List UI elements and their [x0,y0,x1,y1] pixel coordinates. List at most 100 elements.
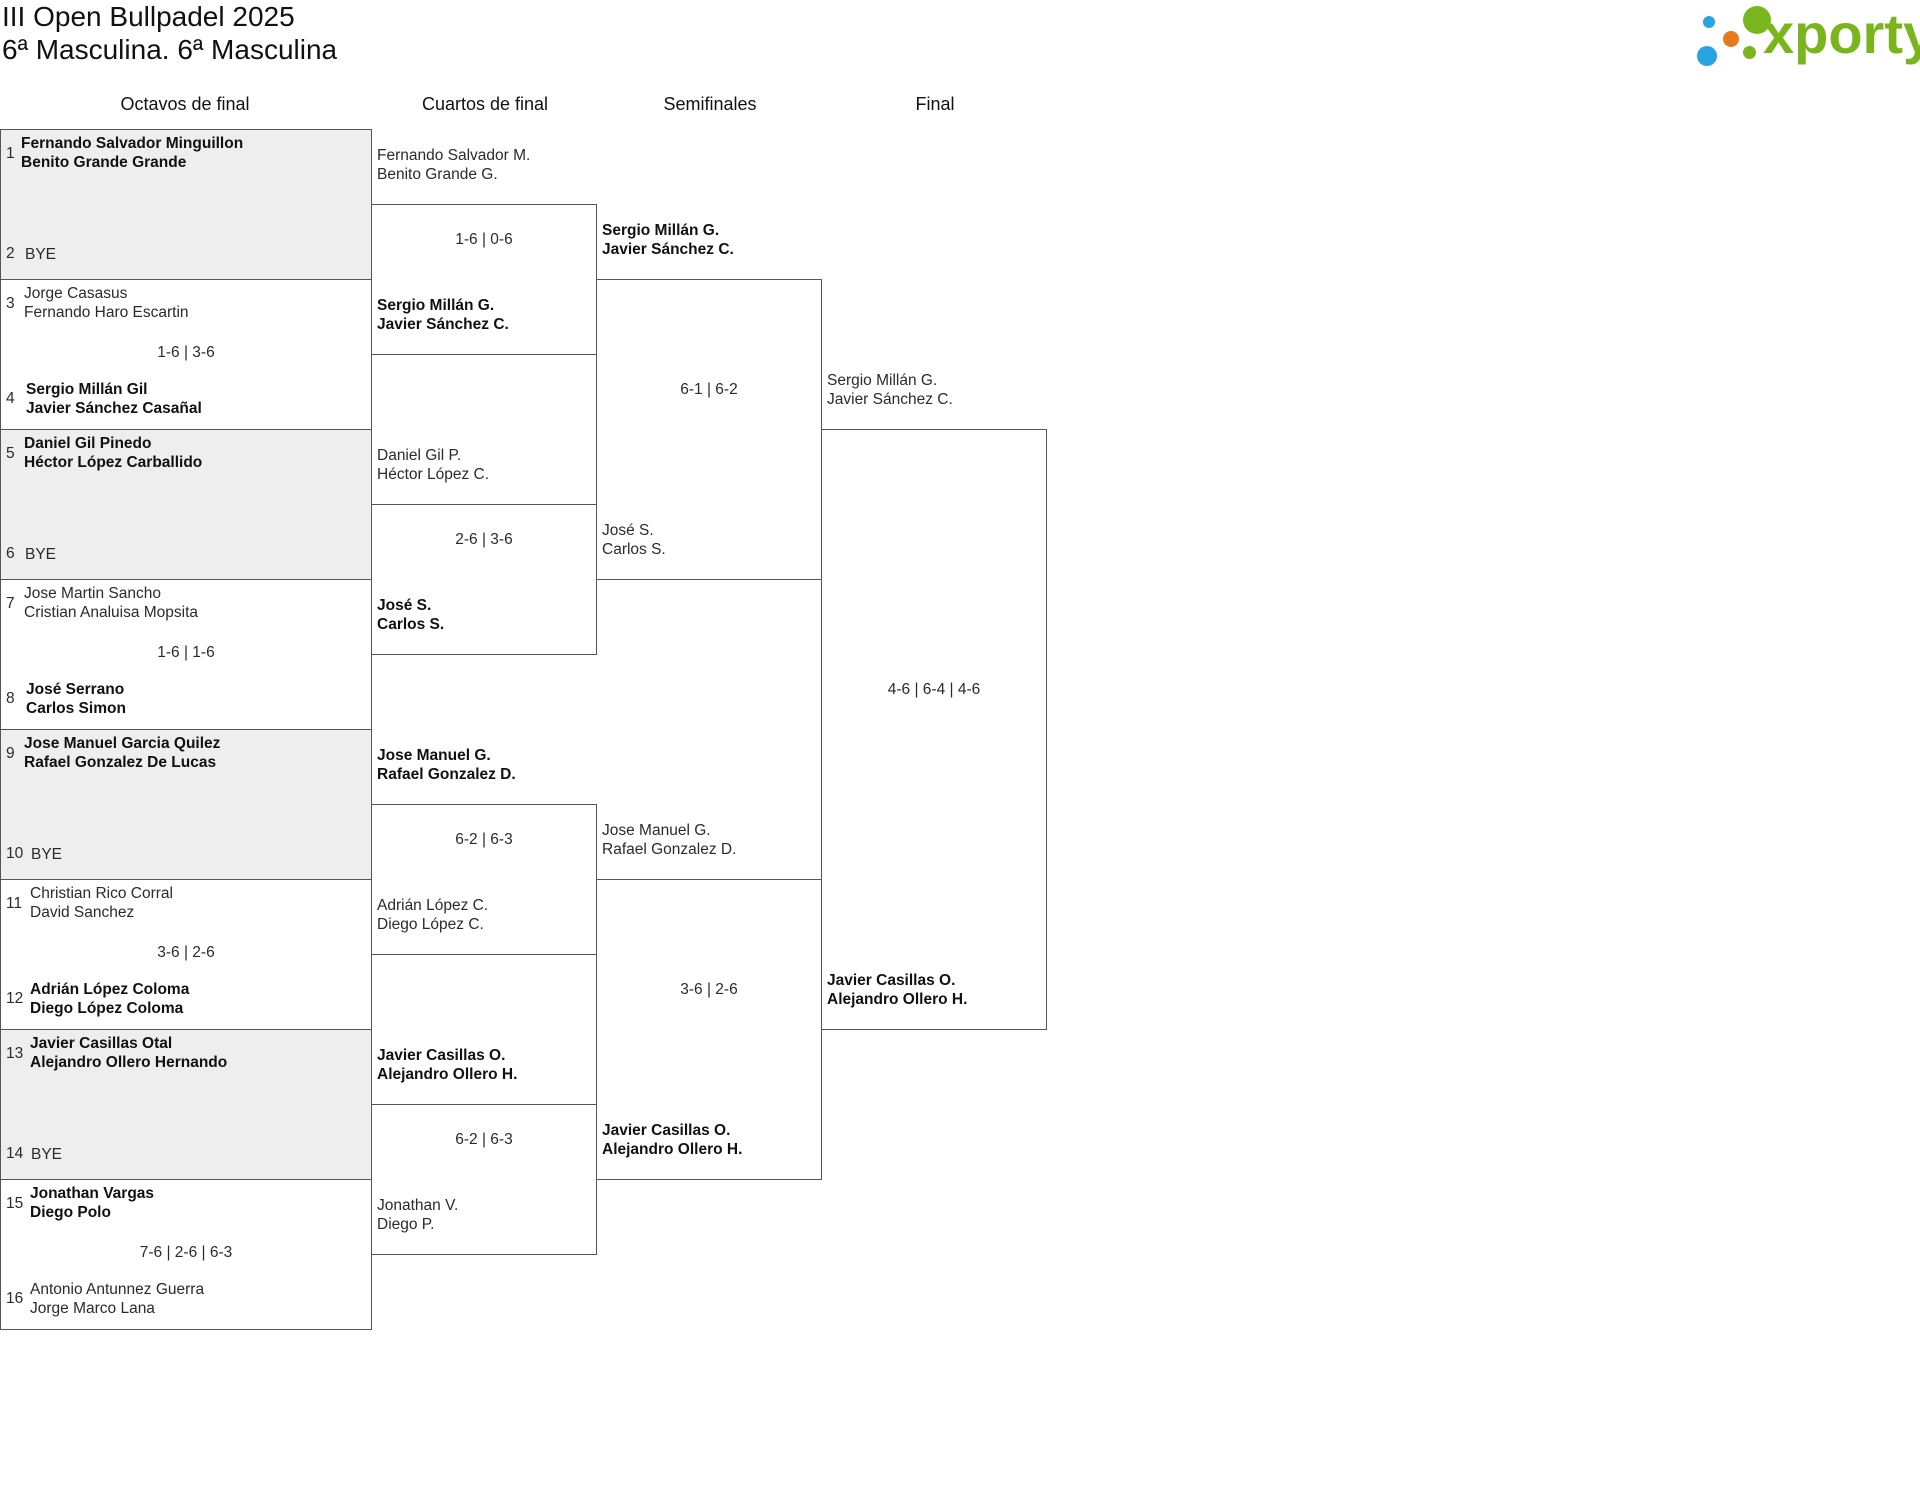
cuartos-1-bottom-player-2: Javier Sánchez C. [377,316,509,333]
match-score: 4-6 | 6-4 | 4-6 [887,681,981,698]
semis-2-top-player-1: Jose Manuel G. [602,822,711,839]
seed-number: 6 [6,545,15,562]
cuartos-3-top-player-2: Rafael Gonzalez D. [377,766,516,783]
match-score: 6-2 | 6-3 [455,831,513,848]
match-score: 7-6 | 2-6 | 6-3 [139,1244,233,1261]
match-score: 1-6 | 1-6 [157,644,215,661]
cuartos-4-top-player-1: Javier Casillas O. [377,1047,506,1064]
octavos-1-top-player-2: Benito Grande Grande [21,154,187,171]
seed-number: 5 [6,445,15,462]
logo-dot-green [1743,6,1771,34]
octavos-6-top-player-2: David Sanchez [30,904,135,921]
seed-number: 2 [6,245,15,262]
match-octavos-1[interactable] [0,129,372,280]
octavos-4-bottom-player-2: Carlos Simon [26,700,126,717]
round-header-semifinales: Semifinales [663,94,757,114]
xporty-logo: xporty [1695,2,1920,68]
match-score: 3-6 | 2-6 [680,981,738,998]
match-score: 1-6 | 3-6 [157,344,215,361]
seed-number: 7 [6,595,15,612]
seed-number: 1 [6,145,15,162]
cuartos-4-bottom-player-2: Diego P. [377,1216,435,1233]
tournament-title: III Open Bullpadel 2025 [2,1,295,32]
octavos-8-top-player-1: Jonathan Vargas [30,1185,155,1202]
octavos-2-bottom-player-2: Javier Sánchez Casañal [26,400,202,417]
seed-number: 15 [6,1195,24,1212]
cuartos-4-top-player-2: Alejandro Ollero H. [377,1066,518,1083]
semis-1-bottom-player-1: José S. [602,522,654,539]
seed-number: 12 [6,990,24,1007]
round-header-final: Final [915,94,955,114]
cuartos-2-bottom-player-2: Carlos S. [377,616,445,633]
match-final[interactable] [821,429,1047,1030]
octavos-1-top-player-1: Fernando Salvador Minguillon [21,135,244,152]
octavos-5-top-player-1: Jose Manuel Garcia Quilez [24,735,221,752]
match-score: 6-2 | 6-3 [455,1131,513,1148]
cuartos-2-bottom-player-1: José S. [377,597,432,614]
final-bottom-player-1: Javier Casillas O. [827,972,956,989]
final-top-player-1: Sergio Millán G. [827,372,938,389]
semis-2-top-player-2: Rafael Gonzalez D. [602,841,737,858]
match-octavos-5[interactable] [0,729,372,880]
cuartos-3-bottom-player-1: Adrián López C. [377,897,489,914]
semis-1-bottom-player-2: Carlos S. [602,541,666,558]
semis-1-top-player-2: Javier Sánchez C. [602,241,734,258]
seed-number: 14 [6,1145,24,1162]
match-score: 6-1 | 6-2 [680,381,738,398]
octavos-6-bottom-player-2: Diego López Coloma [30,1000,184,1017]
bye-label: BYE [25,246,57,263]
octavos-2-top-player-2: Fernando Haro Escartin [24,304,189,321]
logo-dot-blue-small [1703,16,1715,28]
seed-number: 13 [6,1045,24,1062]
octavos-4-bottom-player-1: José Serrano [26,681,125,698]
octavos-2-top-player-1: Jorge Casasus [24,285,128,302]
octavos-4-top-player-1: Jose Martin Sancho [24,585,161,602]
bye-label: BYE [31,846,63,863]
cuartos-4-bottom-player-1: Jonathan V. [377,1197,459,1214]
octavos-5-top-player-2: Rafael Gonzalez De Lucas [24,754,217,771]
seed-number: 4 [6,390,15,407]
octavos-3-top-player-2: Héctor López Carballido [24,454,203,471]
bye-label: BYE [25,546,57,563]
round-header-octavos: Octavos de final [120,94,250,114]
octavos-4-top-player-2: Cristian Analuisa Mopsita [24,604,199,621]
round-header-cuartos: Cuartos de final [421,94,549,114]
seed-number: 3 [6,295,15,312]
octavos-8-top-player-2: Diego Polo [30,1204,111,1221]
final-top-player-2: Javier Sánchez C. [827,391,953,408]
cuartos-1-top-player-1: Fernando Salvador M. [377,147,531,164]
seed-number: 9 [6,745,15,762]
octavos-8-bottom-player-1: Antonio Antunnez Guerra [30,1281,205,1298]
logo-dot-green-small [1743,46,1756,59]
cuartos-2-top-player-2: Héctor López C. [377,466,489,483]
octavos-2-bottom-player-1: Sergio Millán Gil [26,381,148,398]
seed-number: 8 [6,690,15,707]
match-score: 3-6 | 2-6 [157,944,215,961]
cuartos-1-bottom-player-1: Sergio Millán G. [377,297,495,314]
category-subtitle: 6ª Masculina. 6ª Masculina [2,34,338,65]
octavos-6-bottom-player-1: Adrián López Coloma [30,981,190,998]
cuartos-3-top-player-1: Jose Manuel G. [377,747,491,764]
octavos-6-top-player-1: Christian Rico Corral [30,885,173,902]
cuartos-1-top-player-2: Benito Grande G. [377,166,498,183]
final-bottom-player-2: Alejandro Ollero H. [827,991,968,1008]
logo-dot-orange [1723,31,1739,47]
logo-dot-blue-large [1697,46,1717,66]
semis-1-top-player-1: Sergio Millán G. [602,222,720,239]
match-octavos-7[interactable] [0,1029,372,1180]
cuartos-3-bottom-player-2: Diego López C. [377,916,484,933]
seed-number: 11 [6,895,23,912]
cuartos-2-top-player-1: Daniel Gil P. [377,447,462,464]
bye-label: BYE [31,1146,63,1163]
match-octavos-3[interactable] [0,429,372,580]
seed-number: 10 [6,845,24,862]
match-score: 2-6 | 3-6 [455,531,513,548]
octavos-7-top-player-1: Javier Casillas Otal [30,1035,173,1052]
seed-number: 16 [6,1290,24,1307]
octavos-3-top-player-1: Daniel Gil Pinedo [24,435,152,452]
semis-2-bottom-player-2: Alejandro Ollero H. [602,1141,743,1158]
semis-2-bottom-player-1: Javier Casillas O. [602,1122,731,1139]
octavos-8-bottom-player-2: Jorge Marco Lana [30,1300,155,1317]
logo-wordmark: xporty [1763,2,1920,65]
octavos-7-top-player-2: Alejandro Ollero Hernando [30,1054,228,1071]
